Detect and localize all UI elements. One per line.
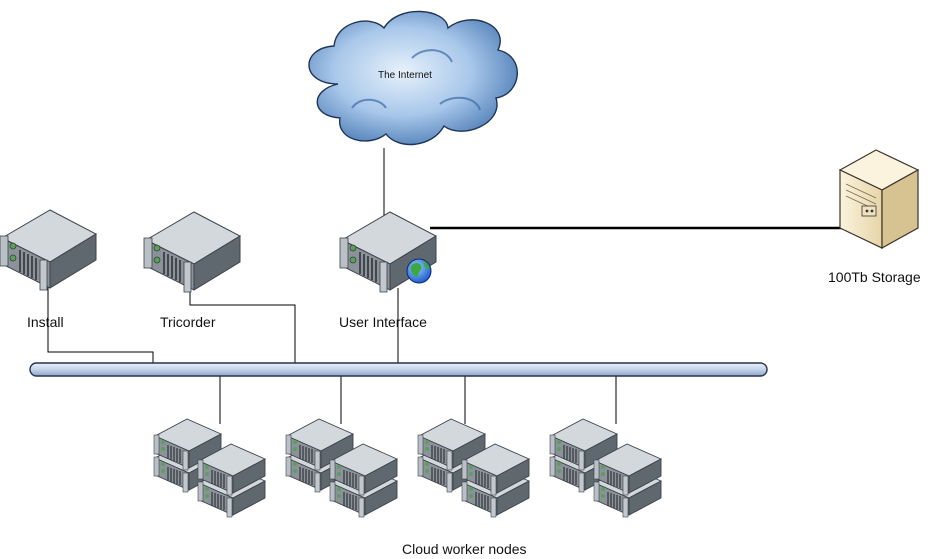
network-bus [29,362,768,377]
worker-cluster-3-icon [418,419,529,517]
tricorder-label: Tricorder [160,314,216,330]
worker-cluster-1-icon [154,419,265,517]
storage-server-icon [838,149,920,250]
globe-icon [406,258,432,284]
worker-cluster-4-icon [550,419,661,517]
install-label: Install [27,314,64,330]
internet-cloud-icon: The Internet [308,10,518,146]
user-interface-label: User Interface [339,314,427,330]
storage-label: 100Tb Storage [828,269,921,285]
worker-nodes-label: Cloud worker nodes [402,541,527,557]
worker-cluster-2-icon [286,419,397,517]
tricorder-server-icon [143,211,241,293]
install-server-icon [0,209,97,291]
internet-label: The Internet [378,70,432,81]
connection-wires [47,148,846,424]
